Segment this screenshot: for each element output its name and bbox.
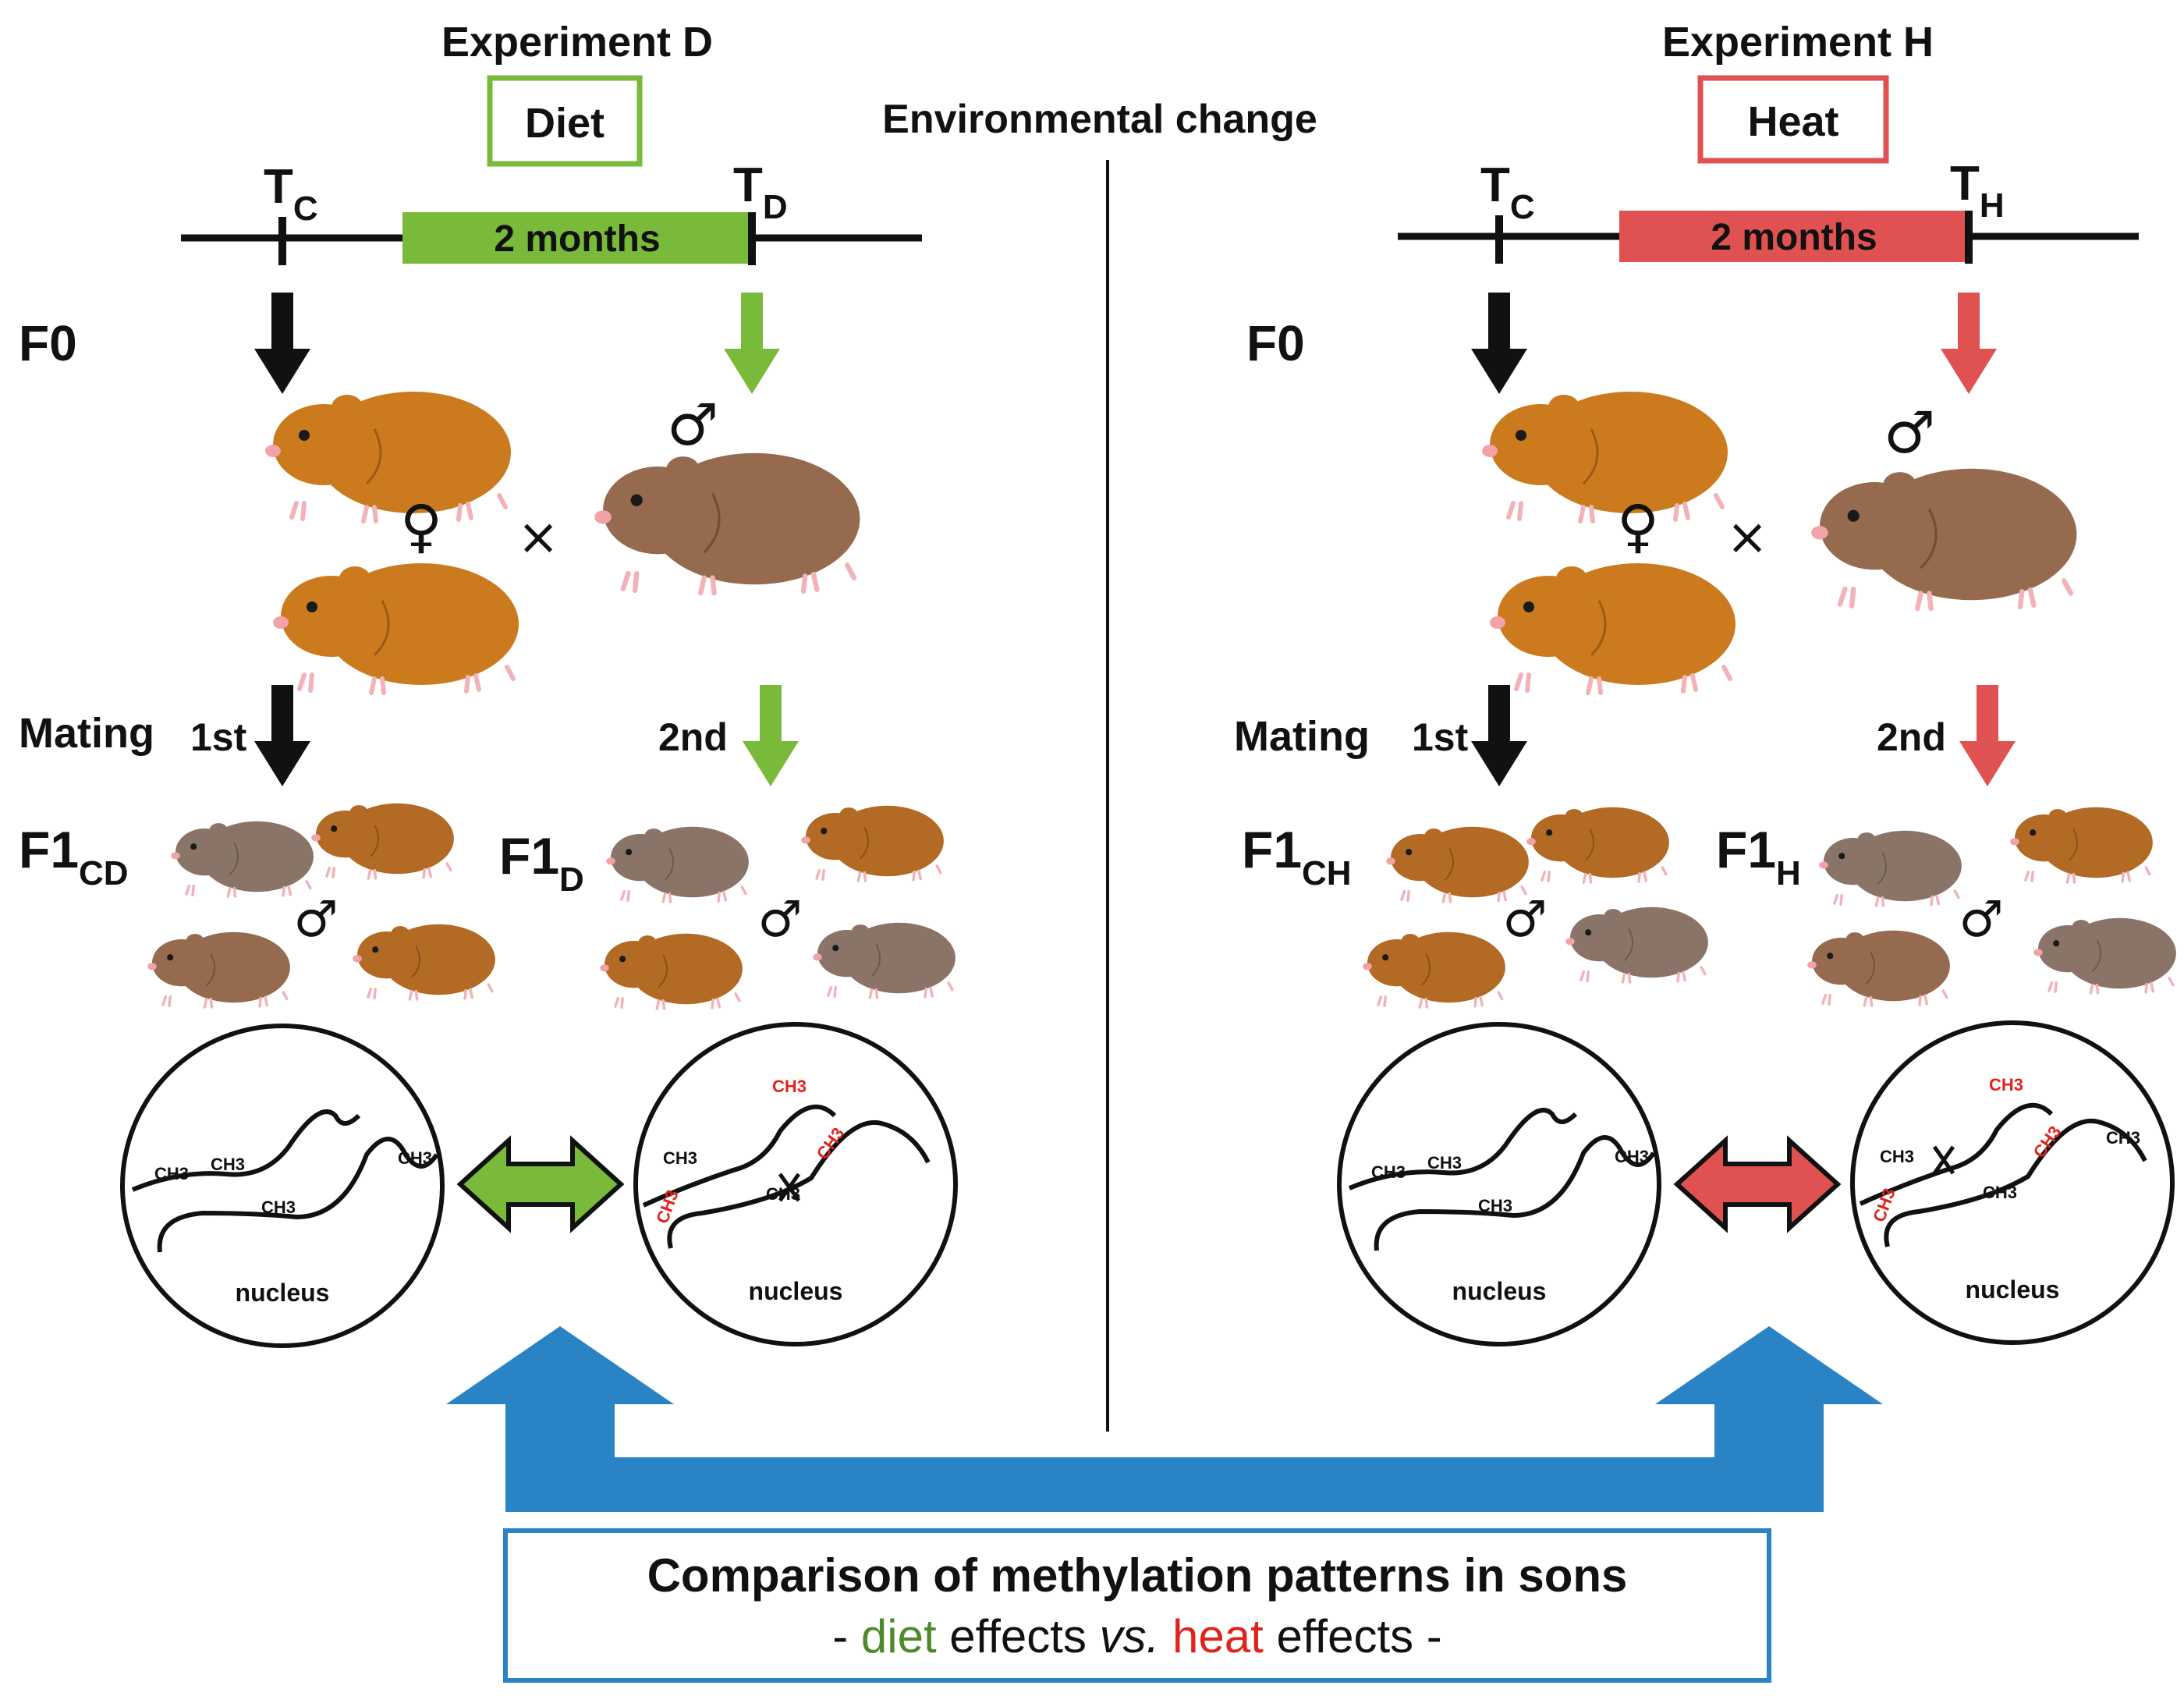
svg-text:nucleus: nucleus [749,1277,843,1305]
svg-text:CH3: CH3 [1989,1075,2023,1095]
female-symbol-d: ♀ [400,493,442,560]
female-symbol-h: ♀ [1617,493,1659,560]
heat-box [1697,75,1889,164]
svg-text:CH3: CH3 [1427,1153,1462,1173]
timeline-h-end-label: TH [1950,157,2005,225]
f1d-son-3 [598,932,744,1010]
svg-text:CH3: CH3 [154,1164,189,1183]
double-arrow-diet [456,1135,625,1233]
f1cd-son-1 [169,820,315,898]
f1d-son-2 [800,804,945,882]
diet-label: Diet [525,100,604,147]
f1cd-son-3 [146,931,292,1009]
timeline-h-bar [1619,211,1969,262]
f1h-label: F1H [1716,821,1801,892]
svg-text:nucleus: nucleus [1452,1277,1547,1305]
f1ch-son-4 [1564,906,1710,984]
experiment-h-title: Experiment H [1662,19,1934,66]
svg-text:CH3: CH3 [1478,1196,1512,1215]
mating-d-label: Mating [19,710,154,757]
male-symbol-f1ch: ♂ [1502,891,1547,949]
nucleus-f1cd: CH3 CH3 CH3 CH3 nucleus [120,1024,445,1348]
f0-h-label: F0 [1246,315,1305,371]
arrow-d-mating-1st [254,685,310,786]
f0-d-label: F0 [19,315,77,371]
arrow-d-f0-treated [724,293,780,394]
f1h-son-2 [2008,806,2154,884]
timeline-d-end-label: TD [733,158,788,226]
svg-text:CH3: CH3 [663,1148,697,1168]
svg-text:CH3: CH3 [2106,1128,2140,1148]
mating-h-label: Mating [1234,713,1370,760]
timeline-d-duration: 2 months [494,218,660,260]
arrow-h-f0-treated [1941,293,1997,394]
f1h-son-3 [1806,929,1952,1007]
female-hamster-d-1 [265,392,511,521]
female-hamster-h-1 [1482,392,1728,521]
diet-box [487,75,643,167]
svg-text:nucleus: nucleus [1966,1276,2060,1304]
nucleus-f1h: CH3 CH3 CH3 CH3 CH3 CH3 nucleus [1850,1020,2175,1345]
male-symbol-d-f0: ♂ [667,392,718,459]
female-hamster-d-2 [273,563,519,693]
f1cd-son-2 [310,802,456,880]
f1ch-son-2 [1525,806,1671,884]
f1d-label: F1D [499,827,584,899]
second-mating-d: 2nd [658,715,728,759]
f1h-son-1 [1817,829,1963,907]
svg-text:CH3: CH3 [1983,1183,2017,1202]
first-mating-h: 1st [1412,715,1469,759]
svg-text:CH3: CH3 [261,1197,296,1217]
svg-text:CH3: CH3 [1880,1147,1914,1166]
male-symbol-f1cd: ♂ [293,891,338,949]
svg-text:nucleus: nucleus [236,1279,330,1307]
male-hamster-d [594,453,860,593]
comparison-line-1: Comparison of methylation patterns in so… [647,1549,1628,1602]
second-mating-h: 2nd [1877,715,1946,759]
cross-symbol-d: × [517,509,559,566]
arrow-d-f0-control [254,293,310,394]
svg-text:CH3: CH3 [398,1148,432,1168]
comparison-box [503,1528,1771,1683]
arrow-h-f0-control [1471,293,1527,394]
heat-label: Heat [1747,98,1838,145]
comparison-line-2: - diet effects vs. heat effects - [832,1610,1442,1662]
male-hamster-h [1811,469,2076,609]
timeline-d-bar [402,212,752,264]
male-symbol-f1d: ♂ [757,891,802,949]
male-symbol-h-f0: ♂ [1884,399,1935,467]
timeline-h-start-label: TC [1480,158,1535,226]
f1cd-son-4 [351,923,497,1001]
nucleus-f1d: CH3 CH3 CH3 CH3 CH3 nucleus [633,1022,958,1347]
cross-symbol-h: × [1726,509,1768,566]
timeline-h-duration: 2 months [1711,217,1877,258]
timeline-d-start-label: TC [264,160,318,228]
double-arrow-heat [1673,1135,1842,1233]
arrow-d-mating-2nd [743,685,799,786]
f1ch-label: F1CH [1242,821,1352,892]
f1h-son-4 [2032,917,2178,995]
arrow-h-mating-2nd [1959,685,2016,786]
comparison-arrow [446,1326,1883,1512]
environmental-change-label: Environmental change [882,97,1317,142]
f1cd-label: F1CD [19,821,129,892]
experiment-h-panel: Experiment H Heat 2 months TC TH F0 ♀ ♂ … [1234,19,2178,1347]
male-symbol-f1h: ♂ [1959,891,2003,949]
first-mating-d: 1st [190,715,247,759]
svg-text:CH3: CH3 [1371,1162,1406,1182]
experiment-d-panel: Experiment D Diet 2 months TC TD F0 ♀ ♂ … [19,19,958,1348]
svg-text:CH3: CH3 [1615,1147,1649,1166]
f1ch-son-3 [1361,931,1507,1009]
svg-text:CH3: CH3 [772,1077,807,1096]
nucleus-f1ch: CH3 CH3 CH3 CH3 nucleus [1337,1022,1661,1347]
svg-text:CH3: CH3 [211,1155,245,1174]
arrow-h-mating-1st [1471,685,1527,786]
experiment-d-title: Experiment D [441,19,713,66]
f1d-son-4 [811,921,957,999]
f1d-son-1 [604,825,750,903]
female-hamster-h-2 [1490,563,1736,693]
